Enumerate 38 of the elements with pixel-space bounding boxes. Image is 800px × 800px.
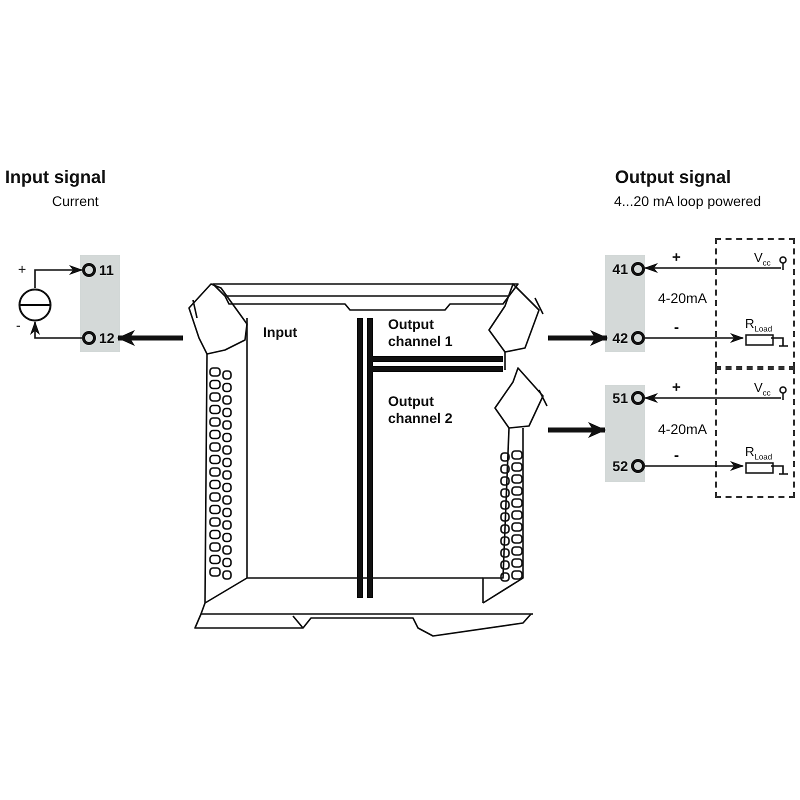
wire <box>644 263 782 273</box>
wire <box>645 333 744 343</box>
dashed-boundary <box>715 368 795 498</box>
signal-arrow <box>548 330 608 346</box>
current-range-label: 4-20mA <box>658 291 708 306</box>
polarity-sign: - <box>16 318 21 332</box>
heading: Input signal <box>5 168 106 188</box>
subheading: 4...20 mA loop powered <box>614 194 762 210</box>
module-section-label: Output channel 1 <box>388 316 488 352</box>
module-section-label: Input <box>263 324 323 342</box>
signal-arrow <box>548 422 606 438</box>
terminal-label: 11 <box>82 262 118 278</box>
edge-label: + <box>672 250 681 265</box>
edge-label: + <box>672 380 681 395</box>
supply-terminal: V$_{cc}$ <box>754 251 790 270</box>
heading: Output signal <box>615 168 731 188</box>
terminal-label: 52 <box>607 458 645 474</box>
supply-terminal: V$_{cc}$ <box>754 381 790 400</box>
terminal-label: 42 <box>607 330 645 346</box>
subheading: Current <box>52 194 99 210</box>
terminal-label: 41 <box>607 261 645 277</box>
dashed-boundary <box>715 238 795 368</box>
wire <box>644 393 782 403</box>
terminal-strip <box>605 385 645 482</box>
terminal-label: 51 <box>607 390 645 406</box>
terminal-label: 12 <box>82 330 118 346</box>
wire <box>30 321 82 339</box>
terminal-strip <box>605 255 645 352</box>
module-section-label: Output channel 2 <box>388 393 488 429</box>
terminal-strip <box>80 255 120 352</box>
polarity-sign: + <box>18 262 26 276</box>
current-source-symbol <box>18 288 52 322</box>
current-range-label: 4-20mA <box>658 422 708 438</box>
wire <box>645 461 744 471</box>
signal-arrow <box>117 330 183 346</box>
edge-label: - <box>674 320 679 335</box>
wire <box>34 265 83 288</box>
edge-label: - <box>674 448 679 463</box>
